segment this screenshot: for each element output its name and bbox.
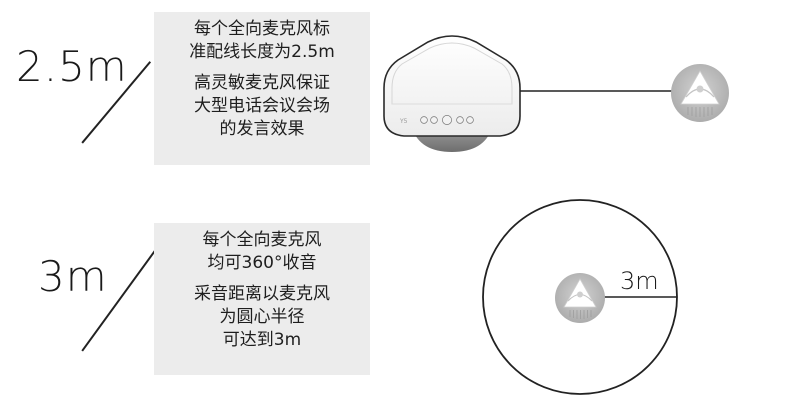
control-button	[456, 116, 464, 124]
device-logo: Y5	[399, 118, 408, 125]
device-body	[383, 35, 521, 137]
distance-label-3m: 3m	[38, 252, 108, 301]
paragraph-cable-length: 每个全向麦克风标 准配线长度为2.5m	[154, 18, 370, 64]
omni-microphone-icon	[555, 273, 605, 323]
distance-label-2-5m: 2.5m	[16, 42, 128, 91]
text-line: 的发言效果	[219, 119, 305, 139]
control-button	[430, 116, 438, 124]
control-button	[466, 116, 474, 124]
device-control-buttons	[420, 115, 474, 125]
text-line: 每个全向麦克风	[202, 230, 322, 250]
description-box-cable-length: 每个全向麦克风标 准配线长度为2.5m 高灵敏麦克风保证 大型电话会议会场 的发…	[154, 12, 370, 165]
radius-label: 3m	[620, 267, 659, 295]
call-button	[442, 115, 452, 125]
description-box-pickup-range: 每个全向麦克风 均可360°收音 采音距离以麦克风 为圆心半径 可达到3m	[154, 223, 370, 375]
text-line: 准配线长度为2.5m	[189, 42, 335, 62]
paragraph-pickup-radius: 采音距离以麦克风 为圆心半径 可达到3m	[154, 283, 370, 352]
conference-speaker-device: Y5	[383, 35, 521, 152]
omni-microphone-icon	[671, 64, 729, 122]
text-line: 大型电话会议会场	[194, 96, 330, 116]
text-line: 采音距离以麦克风	[194, 284, 330, 304]
text-line: 可达到3m	[222, 330, 302, 350]
text-line: 为圆心半径	[219, 307, 305, 327]
control-button	[420, 116, 428, 124]
text-line: 高灵敏麦克风保证	[194, 73, 330, 93]
text-line: 每个全向麦克风标	[194, 19, 330, 39]
paragraph-360-pickup: 每个全向麦克风 均可360°收音	[154, 229, 370, 275]
paragraph-sensitivity: 高灵敏麦克风保证 大型电话会议会场 的发言效果	[154, 72, 370, 141]
text-line: 均可360°收音	[207, 253, 317, 273]
device-inner-rim	[391, 42, 513, 105]
